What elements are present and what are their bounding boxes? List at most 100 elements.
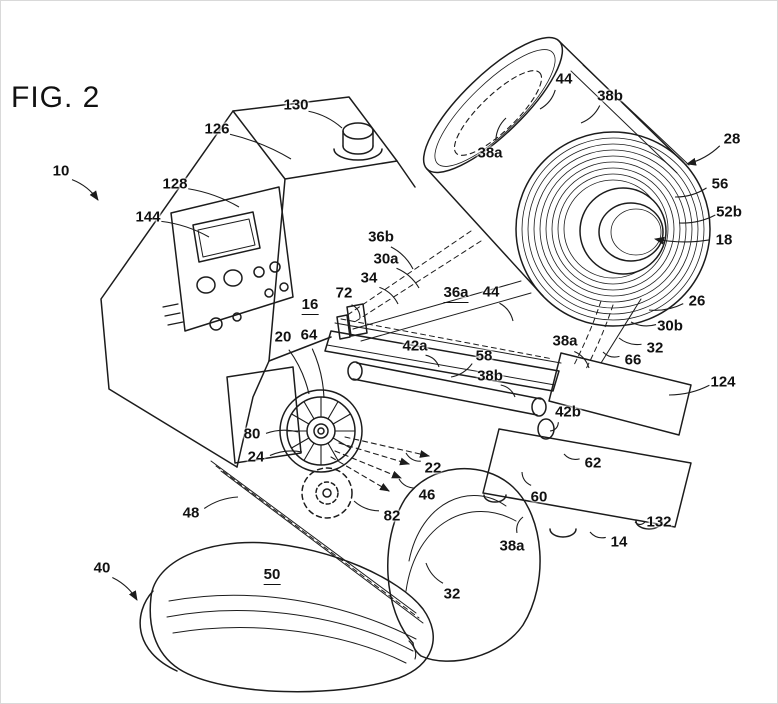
- ref-label-56-9: 56: [711, 175, 729, 193]
- leader-36b-17: [390, 246, 414, 270]
- airflow-arrow: [344, 436, 430, 458]
- panel-button: [223, 269, 243, 287]
- leader-130-2: [308, 110, 343, 129]
- fan-hub: [306, 416, 336, 446]
- ref-label-38a-39: 38a: [499, 537, 525, 555]
- leader-38a-8: [495, 117, 507, 141]
- roll-surface-line: [570, 70, 678, 174]
- display-inner: [197, 218, 256, 258]
- leader-30a-18: [396, 267, 420, 289]
- leader-18-11: [654, 236, 711, 245]
- airflow-arrow: [330, 456, 390, 492]
- knob-base: [333, 148, 383, 161]
- leader-126-1: [229, 133, 292, 160]
- ref-label-14-41: 14: [610, 533, 628, 551]
- ref-label-126-1: 126: [204, 120, 230, 138]
- side-plate: [548, 352, 692, 436]
- knob-top: [342, 122, 374, 140]
- ref-label-60-36: 60: [530, 488, 548, 506]
- pillow-front-end: [139, 590, 178, 672]
- machine-deck-edge: [268, 336, 332, 362]
- panel-button: [279, 282, 289, 292]
- panel-hatch: [162, 303, 184, 326]
- leader-38b-29: [500, 384, 516, 398]
- ref-label-46-35: 46: [418, 486, 436, 504]
- ref-label-50-43: 50: [263, 566, 281, 585]
- ref-label-30b-13: 30b: [657, 317, 683, 335]
- ref-label-16-21: 16: [301, 296, 319, 315]
- leader-34-19: [379, 286, 399, 305]
- ref-label-34-19: 34: [360, 269, 378, 287]
- ref-label-64-23: 64: [300, 326, 318, 344]
- leader-124-16: [668, 384, 710, 396]
- ref-label-72-20: 72: [335, 284, 353, 302]
- ref-label-44-26: 44: [482, 283, 500, 301]
- machine-left-edge: [100, 110, 238, 468]
- roller-end: [347, 361, 363, 381]
- ref-label-26-12: 26: [688, 292, 706, 310]
- ref-label-32-14: 32: [646, 339, 664, 357]
- leader-72-20: [351, 304, 361, 319]
- panel-button: [264, 288, 274, 298]
- ghost-wheel-hub: [315, 481, 339, 505]
- leader-14-41: [589, 531, 606, 539]
- roll-core-hole: [598, 202, 664, 262]
- ref-label-28-7: 28: [723, 130, 741, 148]
- ref-label-38b-29: 38b: [477, 367, 503, 385]
- leader-38a-28: [574, 350, 590, 369]
- roller-end: [531, 397, 547, 417]
- frame-support: [346, 303, 368, 337]
- knob-sides: [342, 130, 374, 147]
- ref-label-44-5: 44: [555, 70, 573, 88]
- leader-32-44: [425, 562, 444, 584]
- fan-bracket: [226, 366, 302, 464]
- ref-label-82-38: 82: [383, 507, 401, 525]
- ref-label-48-37: 48: [182, 504, 200, 522]
- figure-title: FIG. 2: [11, 81, 101, 114]
- airflow-arrow: [338, 442, 410, 466]
- ref-label-132-40: 132: [646, 513, 672, 531]
- leader-42b-30: [549, 422, 559, 432]
- panel-button: [196, 276, 216, 294]
- ref-label-32-44: 32: [443, 585, 461, 603]
- ref-label-36b-17: 36b: [368, 228, 394, 246]
- film-web-right: [600, 298, 642, 364]
- pillow-front: [149, 541, 434, 693]
- leader-32-14: [618, 337, 642, 346]
- pillow-rear-lines: [405, 495, 517, 592]
- panel-button: [209, 317, 223, 331]
- ref-label-58-27: 58: [475, 347, 493, 365]
- ref-label-66-15: 66: [624, 351, 642, 369]
- leader-144-4: [161, 220, 210, 238]
- ref-label-130-2: 130: [283, 96, 309, 114]
- ref-label-20-22: 20: [274, 328, 292, 346]
- leader-48-37: [203, 496, 239, 509]
- leader-30b-13: [630, 321, 657, 327]
- leader-22-33: [405, 452, 421, 462]
- leader-52b-10: [678, 214, 716, 224]
- base: [482, 428, 692, 528]
- ref-label-36a-25: 36a: [443, 284, 469, 303]
- frame-web-top-dashed: [340, 318, 554, 360]
- leader-42a-24: [425, 354, 440, 368]
- leader-66-15: [602, 351, 620, 358]
- ref-label-40-42: 40: [93, 559, 111, 577]
- film-web: [352, 280, 532, 342]
- roll-core: [579, 187, 667, 275]
- ref-label-128-3: 128: [162, 175, 188, 193]
- leader-58-27: [450, 363, 473, 378]
- roll-surface-line: [582, 64, 690, 166]
- leader-46-35: [398, 478, 415, 489]
- ref-label-124-16: 124: [710, 373, 736, 391]
- ghost-wheel: [301, 467, 353, 519]
- ref-label-10-0: 10: [52, 162, 70, 180]
- leader-44-5: [539, 89, 556, 110]
- foot: [483, 494, 507, 503]
- frame-web-top: [334, 322, 562, 364]
- ref-label-80-31: 80: [243, 425, 261, 443]
- ref-label-38a-8: 38a: [477, 144, 503, 162]
- leader-64-23: [311, 348, 325, 399]
- roll-back-inner: [434, 49, 556, 167]
- control-panel: [170, 186, 294, 332]
- pillow-twist: [408, 640, 417, 660]
